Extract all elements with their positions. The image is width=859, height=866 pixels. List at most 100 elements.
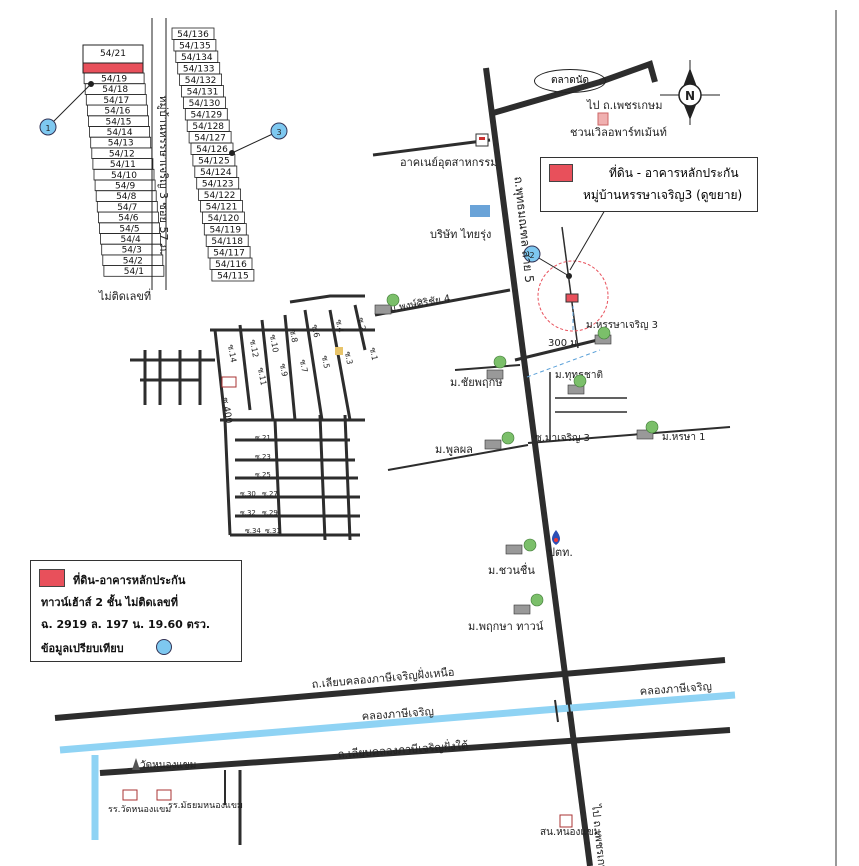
plot-cell: 54/134	[175, 50, 219, 63]
plot-cell: 54/121	[200, 200, 243, 213]
soi-label: ซ.8	[288, 329, 299, 343]
soi-label: ซ.14	[226, 344, 238, 363]
soi-label: ซ.10	[268, 334, 280, 353]
plot-label: 54/136	[177, 30, 209, 40]
market-label: ตลาดนัด	[534, 69, 606, 93]
plot-cell: 54/12	[91, 147, 153, 159]
plot-cell: 54/2	[102, 254, 164, 266]
plot-cell: 54/115	[211, 269, 255, 282]
callout-line1: ที่ดิน - อาคารหลักประกัน	[609, 166, 739, 180]
plot-label: 54/127	[194, 134, 226, 144]
plot-cell: 54/11	[92, 158, 154, 170]
plot-label: 54/17	[103, 96, 129, 106]
subject-callout: ที่ดิน - อาคารหลักประกัน หมู่บ้านหรรษาเจ…	[540, 157, 758, 212]
plot-label: 54/122	[204, 191, 236, 201]
plot-cell: 54/13	[90, 136, 152, 149]
plot-label: 54/123	[202, 180, 234, 190]
plot-label: 54/135	[179, 42, 211, 52]
soi-label: ซ.31	[265, 527, 281, 535]
map-legend: ที่ดิน-อาคารหลักประกัน ทาวน์เฮ้าส์ 2 ชั้…	[30, 560, 242, 662]
maneerin-label: ซ.มาเจริญ 3	[535, 433, 590, 444]
soi-label: ซ.9	[278, 363, 289, 377]
plot-label: 54/7	[117, 203, 137, 213]
plot-label: 54/5	[119, 224, 139, 234]
plot-grid-left: 54/2154/1954/1854/1754/1654/1554/1454/13…	[82, 44, 165, 277]
plot-label: 54/133	[183, 65, 215, 75]
soi-label: ซ.6	[310, 324, 321, 338]
plot-cell: 54/128	[186, 119, 230, 132]
svg-text:1: 1	[45, 124, 50, 133]
sign-icon	[221, 347, 343, 388]
police-label: สน.หนองแขม	[540, 827, 600, 838]
north-arrow-icon: N	[660, 60, 720, 125]
ptt-label: ปตท.	[548, 546, 573, 559]
plot-cell: 54/15	[88, 115, 149, 127]
temple-icon	[132, 758, 140, 770]
plot-label: 54/13	[108, 139, 134, 149]
plot-label: 54/11	[110, 160, 136, 170]
plot-cell: 54/123	[196, 177, 240, 190]
plot-cell: 54/7	[96, 200, 158, 213]
plot-label: 54/124	[200, 168, 232, 178]
svg-text:2: 2	[529, 251, 534, 260]
plot-label: 54/2	[123, 256, 143, 266]
plot-cell: 54/5	[99, 222, 160, 234]
soi-label: ซ.2	[356, 317, 367, 331]
plot-cell: 54/132	[179, 73, 223, 86]
plot-label: 54/21	[100, 49, 126, 59]
legend-line4: ข้อมูลเปรียบเทียบ	[41, 642, 124, 655]
svg-text:N: N	[685, 89, 695, 103]
tree-icon	[386, 293, 659, 607]
hansa-label: ม.หรรษาเจริญ 3	[586, 320, 658, 331]
no-number-label: ไม่ติดเลขที่	[98, 288, 151, 303]
plot-cell: 54/129	[184, 108, 228, 121]
plot-label: 54/115	[217, 272, 249, 282]
plot-label: 54/4	[120, 235, 140, 245]
company-label: บริษัท ไทยรุ่ง	[430, 228, 491, 241]
plot-label: 54/117	[213, 249, 245, 259]
canal-right-label: คลองภาษีเจริญ	[639, 680, 712, 698]
soi-label: ซ.23	[255, 453, 271, 461]
school-icon	[122, 789, 172, 801]
soi-label: ซ.34	[245, 527, 261, 535]
comparable-marker-2	[523, 245, 541, 263]
hanya-label: ม.หรษา 1	[662, 432, 705, 443]
plot-cell: 54/118	[205, 234, 249, 247]
plot-label: 54/10	[111, 171, 137, 181]
plot-cell: 54/18	[84, 83, 146, 95]
plot-cell: 54/119	[203, 223, 247, 236]
legend-line2: ทาวน์เฮ้าส์ 2 ชั้น ไม่ติดเลขที่	[41, 596, 178, 609]
soi-label: ซ.5	[320, 355, 331, 369]
plot-label: 54/120	[208, 214, 240, 224]
plot-cell: 54/133	[177, 62, 221, 75]
plot-label: 54/131	[187, 88, 219, 98]
ptt-icon	[552, 530, 560, 545]
canal-south-road-label: ถ.เลียบคลองภาษีเจริญฝั่งใต้	[337, 737, 468, 761]
plot-label: 54/12	[109, 149, 135, 159]
soi-label: ซ.27	[262, 490, 278, 498]
apartment-icon	[597, 112, 609, 126]
plot-cell: 54/130	[182, 96, 226, 109]
industrial-label: อาคเนย์อุตสาหกรรม	[400, 156, 498, 169]
company-icon	[470, 205, 490, 217]
canal-label: คลองภาษีเจริญ	[361, 705, 434, 723]
apartment-label: ชวนเวิลอพาร์ทเม้นท์	[570, 126, 667, 139]
soi-label: ซ.29	[262, 509, 278, 517]
distance-label: 300 ม.	[548, 338, 580, 349]
comparable-marker-3	[270, 122, 288, 140]
plot-label: 54/16	[104, 107, 130, 117]
soi-label: ซ.12	[248, 339, 260, 358]
plot-label: 54/132	[185, 76, 217, 86]
soi-label: ซ.1	[368, 347, 379, 361]
chuanchuen-label: ม.ชวนชื่น	[488, 562, 535, 577]
plot-grid-right: 54/13654/13554/13454/13354/13254/13154/1…	[171, 27, 255, 282]
plot-label: 54/19	[101, 75, 127, 85]
subject-swatch	[549, 164, 573, 182]
subject-location-marker	[565, 293, 579, 303]
soi-label: ซ.4	[334, 319, 345, 333]
school1-label: รร.วัดหนองแขม	[108, 805, 171, 815]
plot-label: 54/125	[198, 157, 230, 167]
plot-label: 54/130	[189, 99, 221, 109]
legend-line1: ที่ดิน-อาคารหลักประกัน	[73, 574, 186, 587]
village-road-label: หมู่บ้านหรรษาเจริญ 3 ซอย 57 ภ.	[157, 95, 170, 254]
